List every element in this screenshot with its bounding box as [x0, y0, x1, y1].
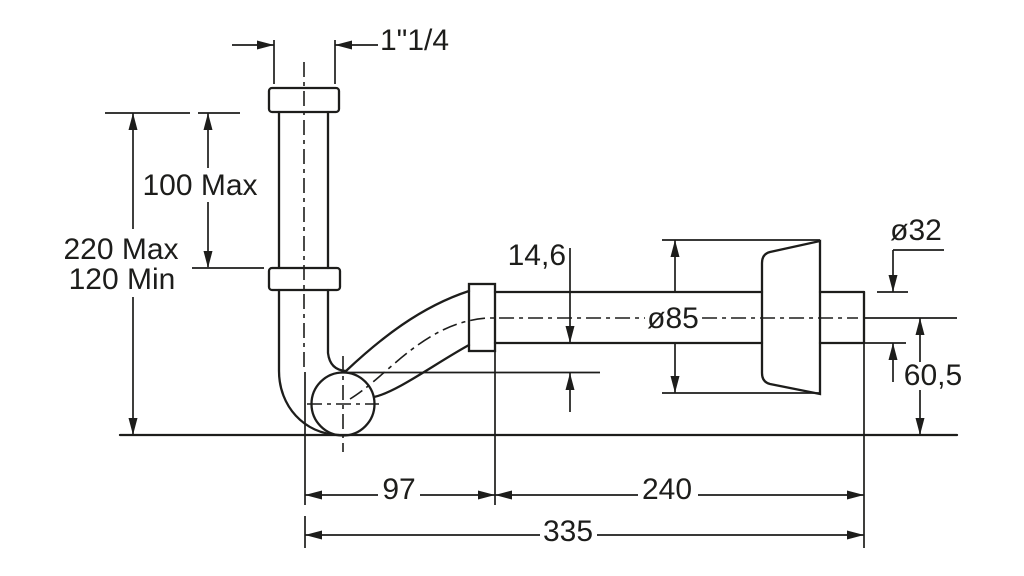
inlet-top-nut: [267, 86, 341, 114]
dim-label-overall-height-max: 220 Max: [63, 233, 178, 266]
dimension-labels: 1"1/4 100 Max 220 Max 120 Min 14,6 ø85 ø…: [63, 24, 962, 548]
arrowheads: [128, 40, 925, 540]
arrow-thread-left: [257, 40, 274, 50]
arrow-220max-down: [128, 418, 138, 435]
arrow-100max-down: [203, 251, 213, 268]
arrow-85-up: [670, 240, 680, 257]
trap-outer-bend: [277, 288, 341, 437]
trap-sweep-upper-edge: [326, 288, 471, 373]
dim-label-inlet-thread: 1"1/4: [380, 24, 449, 57]
outlet-pipe-centerline: [349, 317, 858, 400]
arrow-240-right: [847, 490, 864, 500]
arrow-605-up: [915, 318, 925, 335]
arrow-32-down: [888, 275, 898, 292]
dim-label-rosette-diameter: ø85: [647, 302, 699, 335]
arrow-146-down: [565, 326, 575, 343]
arrow-335-right: [847, 530, 864, 540]
dimension-lines: [105, 40, 957, 548]
arrow-335-left: [305, 530, 322, 540]
trap-sweep-lower-edge: [372, 343, 471, 399]
arrow-100max-up: [203, 113, 213, 130]
arrow-240-left: [495, 490, 512, 500]
wall-rosette: [760, 239, 822, 396]
dim-label-outlet-axis-height: 60,5: [904, 359, 962, 392]
dim-label-outlet-pipe-diameter: ø32: [890, 214, 942, 247]
arrow-605-down: [915, 418, 925, 435]
arrow-85-down: [670, 376, 680, 393]
arrow-97-left: [305, 490, 322, 500]
arrow-32-up: [888, 343, 898, 360]
dim-label-overall-height-min: 120 Min: [69, 263, 176, 296]
arrow-146-up: [565, 373, 575, 390]
arrow-97-right: [478, 490, 495, 500]
arrow-220max-up: [128, 113, 138, 130]
inlet-lower-nut: [267, 266, 342, 292]
dim-label-trap-axis-to-joint: 97: [382, 473, 415, 506]
trap-body: [118, 86, 959, 437]
label-mask-85: [645, 301, 702, 334]
outlet-coupling-nut: [467, 282, 497, 353]
dim-label-joint-to-outlet-end: 240: [642, 473, 692, 506]
dim-label-inlet-height: 100 Max: [142, 169, 257, 202]
arrow-thread-right: [335, 40, 352, 50]
dim-label-outlet-drop: 14,6: [508, 239, 566, 272]
dim-label-overall-length: 335: [543, 515, 593, 548]
